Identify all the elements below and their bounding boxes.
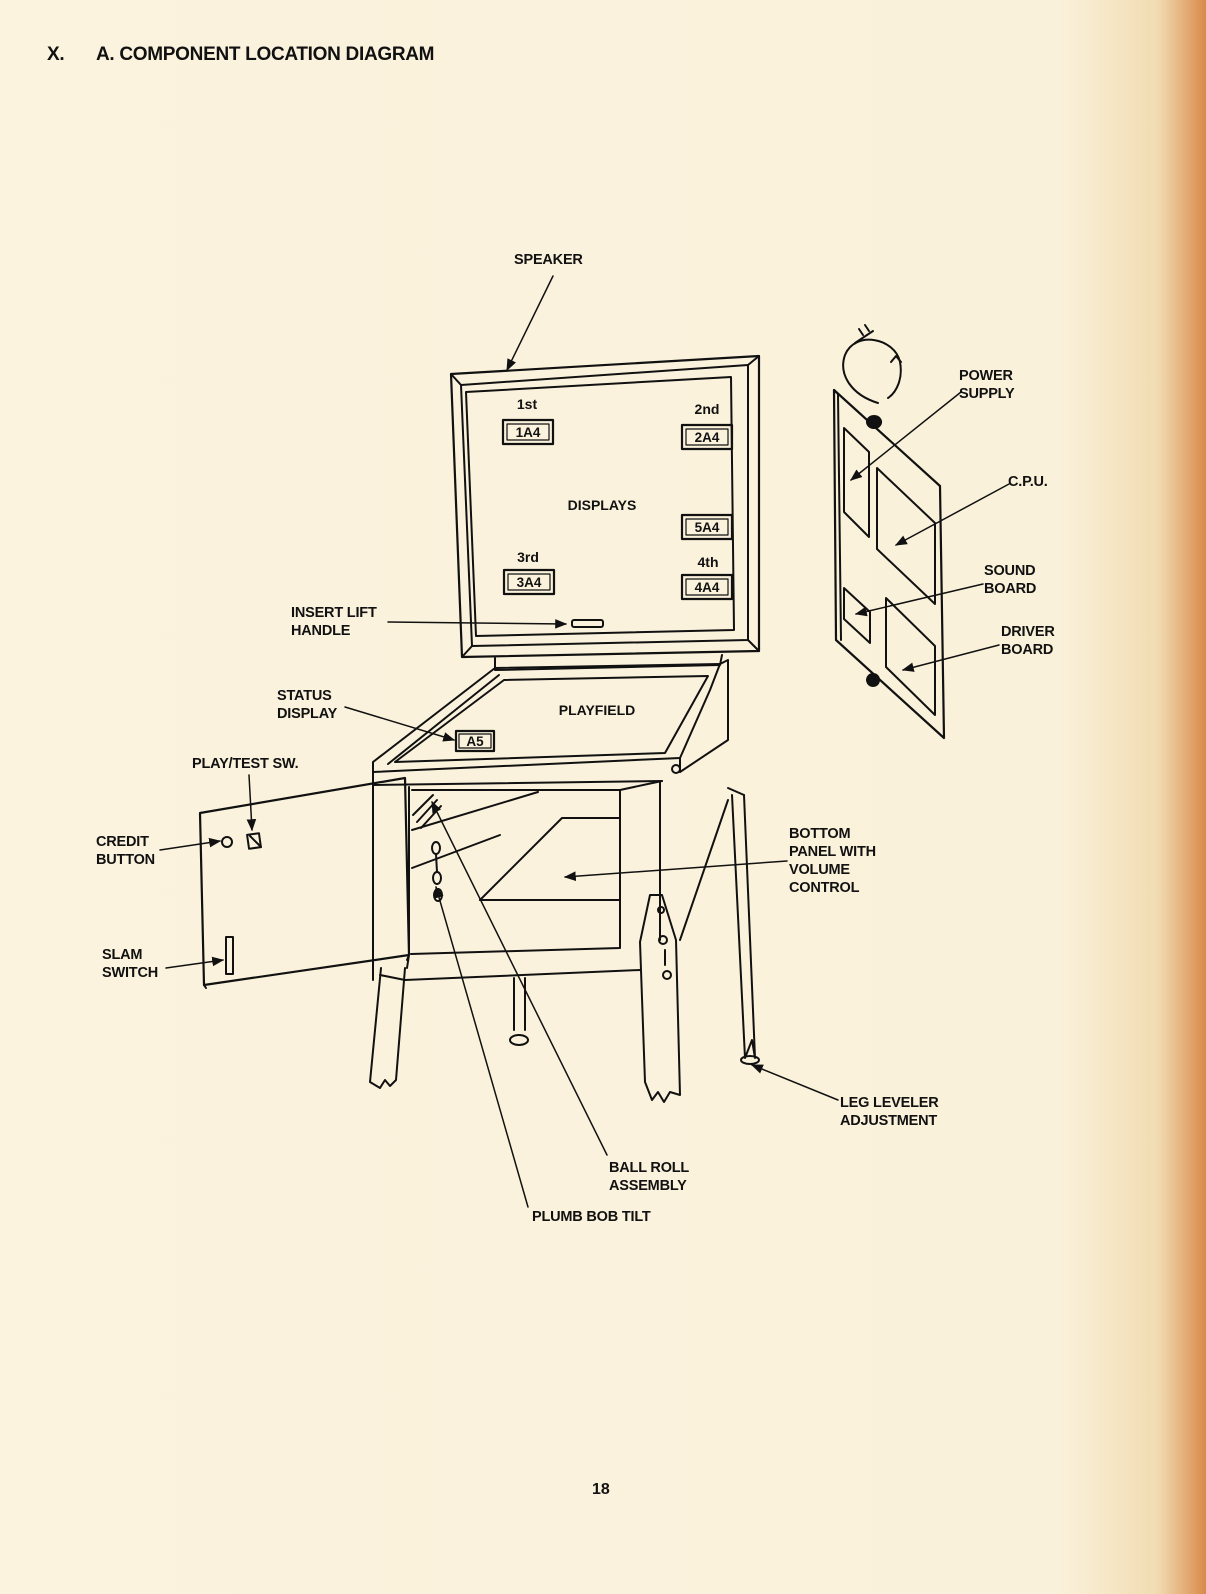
- display-1-position: 1st: [517, 396, 538, 412]
- leader-lines: [159, 275, 1010, 1208]
- section-title: A. COMPONENT LOCATION DIAGRAM: [96, 44, 435, 65]
- play-test-switch-label: PLAY/TEST SW.: [192, 756, 299, 772]
- page-number: 18: [592, 1481, 610, 1498]
- display-2-code: 2A4: [695, 430, 720, 445]
- backbox: [449, 354, 761, 659]
- ball-roll-plumb-bob: [412, 794, 443, 902]
- display-1a4-box: [501, 418, 555, 446]
- status-display-code: A5: [466, 734, 484, 749]
- display-5-code: 5A4: [695, 520, 720, 535]
- plumb-bob-label: PLUMB BOB TILT: [532, 1209, 651, 1225]
- display-2a4-box: [680, 423, 734, 451]
- displays-label: DISPLAYS: [568, 497, 637, 513]
- display-3-code: 3A4: [517, 575, 542, 590]
- cabinet-legs: [369, 787, 760, 1103]
- insert-lift-handle-shape: [571, 619, 604, 628]
- display-2-position: 2nd: [695, 401, 720, 417]
- display-4a4-box: [680, 573, 734, 601]
- speaker-label: SPEAKER: [514, 252, 583, 268]
- display-1-code: 1A4: [516, 425, 541, 440]
- pc-board-panel: [832, 324, 946, 740]
- coin-door: [198, 776, 411, 989]
- display-4-code: 4A4: [695, 580, 720, 595]
- display-3a4-box: [502, 568, 556, 596]
- display-5a4-box: [680, 513, 734, 541]
- cpu-label: C.P.U.: [1008, 474, 1048, 490]
- section-number: X.: [47, 44, 65, 65]
- playfield-label: PLAYFIELD: [559, 702, 636, 718]
- display-4-position: 4th: [698, 554, 719, 570]
- display-3-position: 3rd: [517, 549, 539, 565]
- cabinet-top: [372, 654, 729, 786]
- status-display-box: [454, 729, 496, 753]
